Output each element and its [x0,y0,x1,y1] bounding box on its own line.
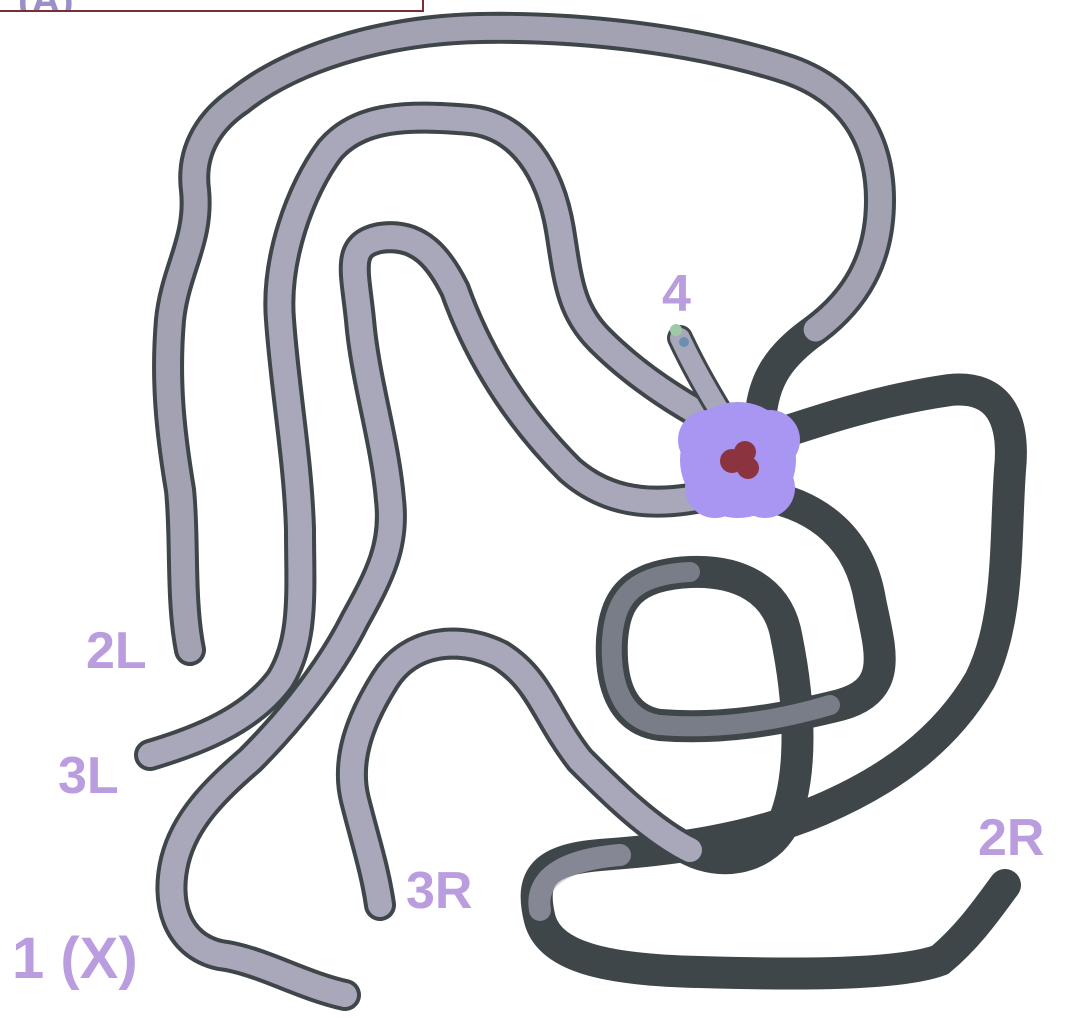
label-arm-4: 4 [662,268,691,320]
label-arm-3l: 3L [58,750,119,802]
panel-title-box: (A) [0,0,424,12]
label-arm-2r: 2R [978,812,1044,864]
panel-title: (A) [18,0,74,12]
label-arm-2l: 2L [86,625,147,677]
arm-4-tip-2 [679,337,689,347]
label-arm-3r: 3R [406,865,472,917]
arm-4-tip [670,324,682,336]
label-arm-1x: 1 (X) [12,930,138,988]
